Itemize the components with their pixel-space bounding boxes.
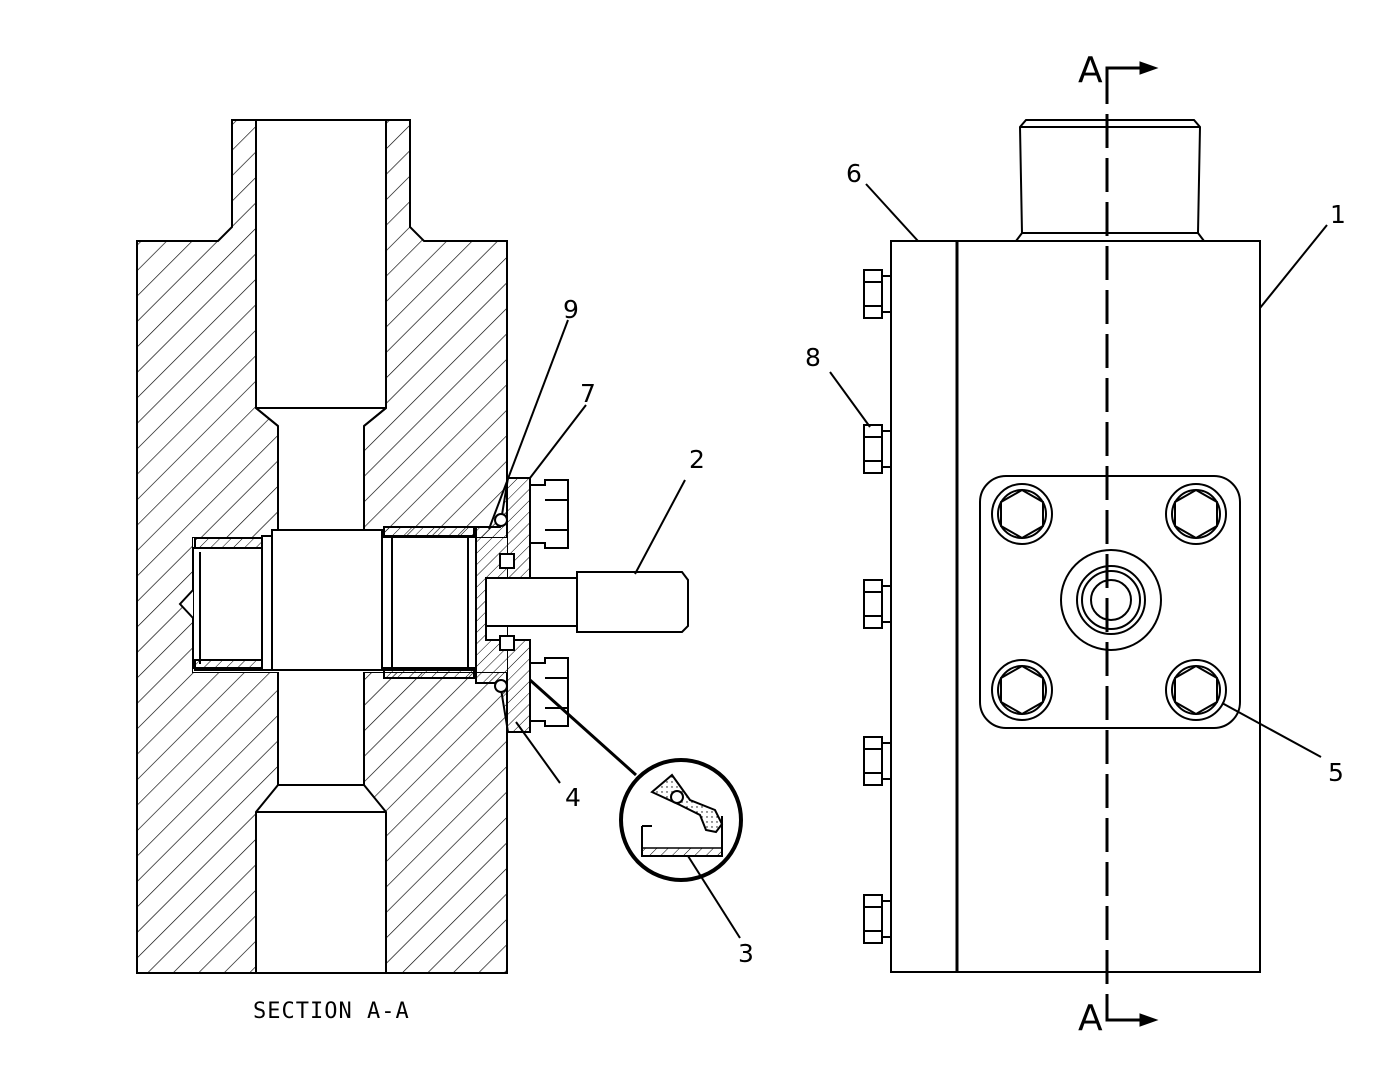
- exterior-view: [863, 119, 1261, 973]
- section-leaders: [488, 319, 741, 939]
- callout-4: 4: [565, 783, 581, 812]
- flange-bolts: [991, 483, 1227, 721]
- callout-3: 3: [738, 939, 754, 968]
- side-bolts: [863, 269, 891, 944]
- section-marker-bottom: A: [1078, 998, 1103, 1039]
- callout-1: 1: [1330, 200, 1346, 229]
- section-marker-top: A: [1078, 50, 1103, 91]
- section-arrows: [1105, 61, 1159, 1027]
- callout-8: 8: [805, 343, 821, 372]
- exterior-leaders: [829, 183, 1328, 758]
- callout-6: 6: [846, 159, 862, 188]
- callout-2: 2: [689, 445, 705, 474]
- callout-5: 5: [1328, 758, 1344, 787]
- seal-detail: [528, 678, 743, 882]
- callout-labels: 1 2 3 4 5 6 7 8 9: [563, 159, 1346, 968]
- callout-9: 9: [563, 295, 579, 324]
- section-view: [136, 119, 689, 974]
- callout-7: 7: [580, 379, 596, 408]
- section-caption: SECTION A-A: [253, 999, 410, 1024]
